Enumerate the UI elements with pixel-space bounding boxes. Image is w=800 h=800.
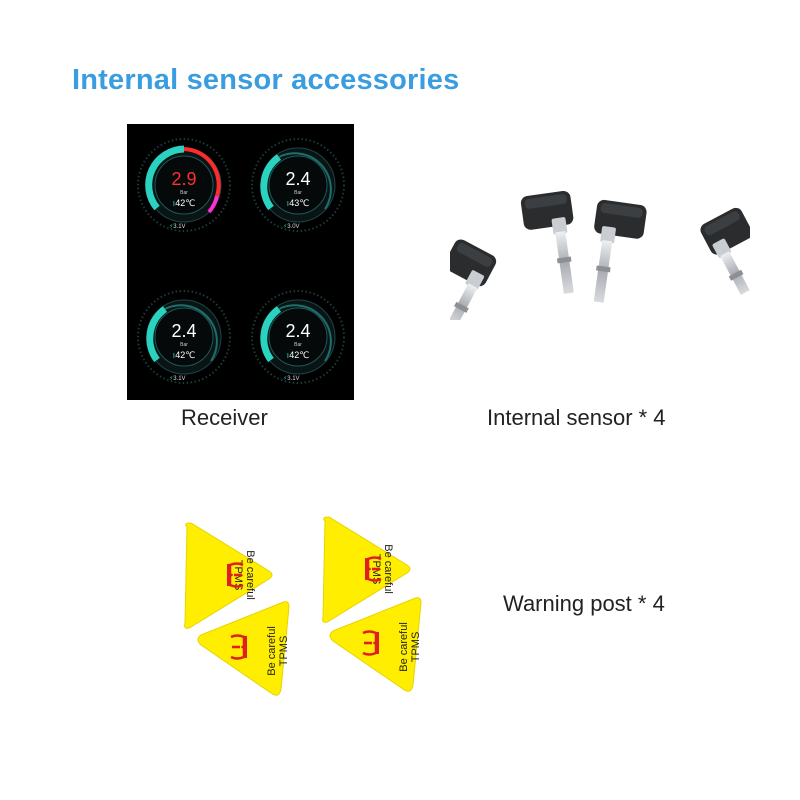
warning-sticker-group: Be careful TPMS Be careful TPMS Be caref… bbox=[184, 516, 422, 696]
gauge-dial-icon bbox=[251, 290, 345, 384]
gauge-rear-left: 2.4 Bar ı42℃ ⚡3.1V bbox=[135, 288, 233, 386]
voltage-value: ⚡3.0V bbox=[283, 224, 300, 230]
sensor-icon bbox=[450, 239, 497, 320]
gauge-front-left: 2.9 Bar ı42℃ ⚡3.1V bbox=[135, 136, 233, 234]
pressure-unit: Bar bbox=[294, 342, 302, 348]
warning-text-line1: Be careful bbox=[398, 622, 410, 672]
sensor-icon bbox=[520, 190, 574, 294]
gauge-dial-icon bbox=[137, 138, 231, 232]
bolt-icon: ⚡ bbox=[283, 376, 288, 382]
pressure-unit: Bar bbox=[294, 190, 302, 196]
warning-text-line1: Be careful bbox=[244, 550, 256, 600]
voltage-value: ⚡3.1V bbox=[169, 224, 186, 230]
warning-caption: Warning post * 4 bbox=[503, 591, 665, 616]
page-title: Internal sensor accessories bbox=[72, 64, 460, 96]
warning-sticker: Be careful TPMS bbox=[322, 516, 411, 623]
pressure-value: 2.4 bbox=[285, 169, 311, 189]
warning-text-line1: Be careful bbox=[266, 626, 278, 676]
warning-sticker: Be careful TPMS bbox=[184, 522, 273, 629]
warning-text-line2: TPMS bbox=[410, 632, 422, 663]
bolt-icon: ⚡ bbox=[283, 224, 288, 230]
thermometer-icon: ı bbox=[172, 350, 176, 360]
bolt-icon: ⚡ bbox=[169, 376, 174, 382]
voltage-value: ⚡3.1V bbox=[169, 376, 186, 382]
warning-sticker: Be careful TPMS bbox=[329, 597, 422, 692]
voltage-value: ⚡3.1V bbox=[283, 376, 300, 382]
thermometer-icon: ı bbox=[172, 198, 176, 208]
sensor-icon bbox=[700, 207, 750, 295]
temperature-value: ı42℃ bbox=[286, 350, 310, 360]
pressure-value: 2.4 bbox=[285, 321, 311, 341]
temperature-value: ı42℃ bbox=[172, 350, 196, 360]
bolt-icon: ⚡ bbox=[169, 224, 174, 230]
pressure-value: 2.9 bbox=[171, 169, 197, 189]
warning-text-line1: Be careful bbox=[382, 544, 394, 594]
sensor-caption: Internal sensor * 4 bbox=[487, 405, 666, 430]
pressure-unit: Bar bbox=[180, 342, 188, 348]
thermometer-icon: ı bbox=[286, 350, 290, 360]
gauge-dial-icon bbox=[137, 290, 231, 384]
sensor-icon bbox=[593, 199, 647, 303]
temperature-value: ı43℃ bbox=[286, 198, 310, 208]
gauge-front-right: 2.4 Bar ı43℃ ⚡3.0V bbox=[249, 136, 347, 234]
pressure-value: 2.4 bbox=[171, 321, 197, 341]
thermometer-icon: ı bbox=[286, 198, 290, 208]
receiver-caption: Receiver bbox=[181, 405, 268, 430]
pressure-unit: Bar bbox=[180, 190, 188, 196]
temperature-value: ı42℃ bbox=[172, 198, 196, 208]
receiver-display: 2.9 Bar ı42℃ ⚡3.1V 2.4 Bar ı43℃ ⚡3.0V 2.… bbox=[127, 124, 354, 400]
gauge-rear-right: 2.4 Bar ı42℃ ⚡3.1V bbox=[249, 288, 347, 386]
warning-sticker: Be careful TPMS bbox=[197, 601, 290, 696]
gauge-dial-icon bbox=[251, 138, 345, 232]
warning-text-line2: TPMS bbox=[278, 636, 290, 667]
sensor-group-icon bbox=[450, 190, 750, 320]
